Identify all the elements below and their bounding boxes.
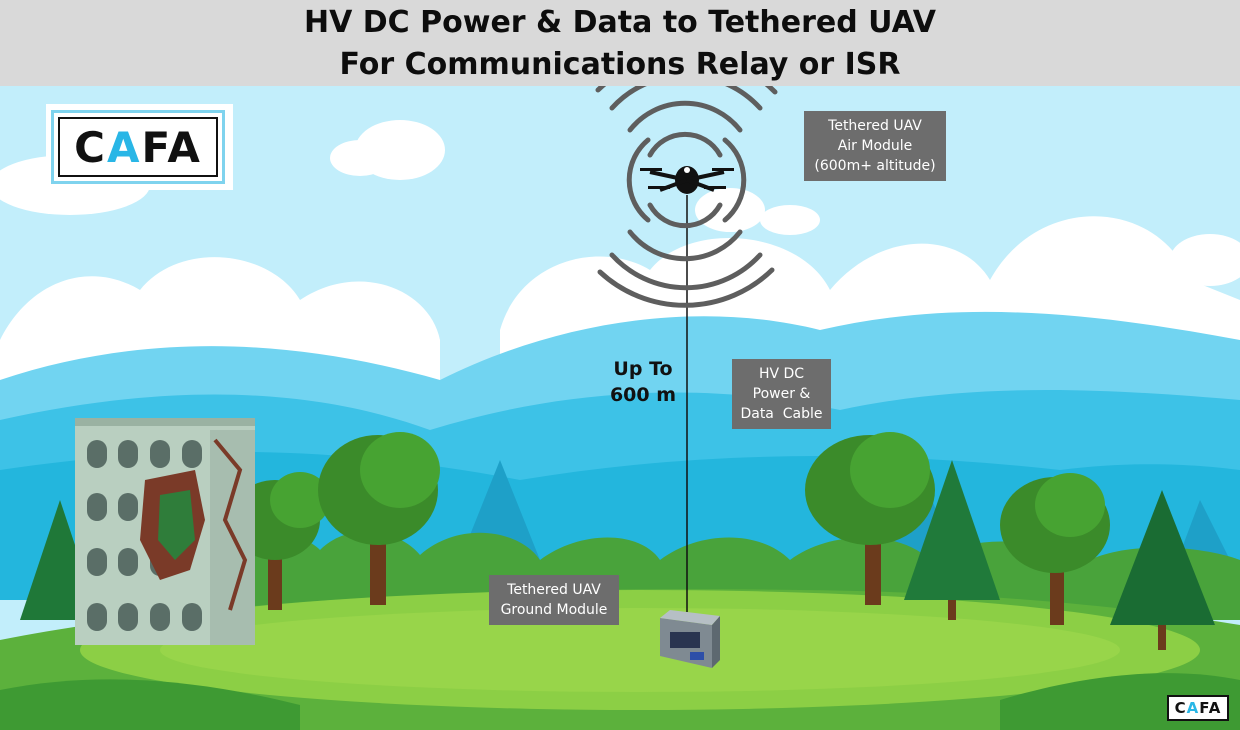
air-module-label: Tethered UAV Air Module (600m+ altitude) — [804, 111, 946, 181]
cable-label: HV DC Power & Data Cable — [732, 359, 831, 429]
title-line-1: HV DC Power & Data to Tethered UAV — [304, 5, 936, 40]
drone-icon — [640, 166, 734, 194]
tree-right-2 — [1000, 473, 1110, 625]
damaged-building — [75, 418, 255, 645]
cafa-logo: CAFA — [46, 104, 233, 190]
tree-left-2 — [318, 432, 440, 605]
title-line-2: For Communications Relay or ISR — [339, 47, 901, 82]
ground-module-label: Tethered UAV Ground Module — [489, 575, 619, 625]
title-bar: HV DC Power & Data to Tethered UAV For C… — [0, 0, 1240, 86]
pine-tree-right-2 — [1110, 490, 1215, 650]
range-label: Up To 600 m — [609, 358, 677, 406]
ground-oval-inner — [160, 608, 1120, 692]
tree-right-1 — [805, 432, 935, 605]
logo-text: CAFA — [74, 122, 202, 172]
ground-front — [0, 679, 300, 730]
pine-tree-right-1 — [904, 460, 1000, 620]
ground-module-icon — [660, 610, 720, 668]
cafa-logo-small: CAFA — [1167, 695, 1229, 721]
